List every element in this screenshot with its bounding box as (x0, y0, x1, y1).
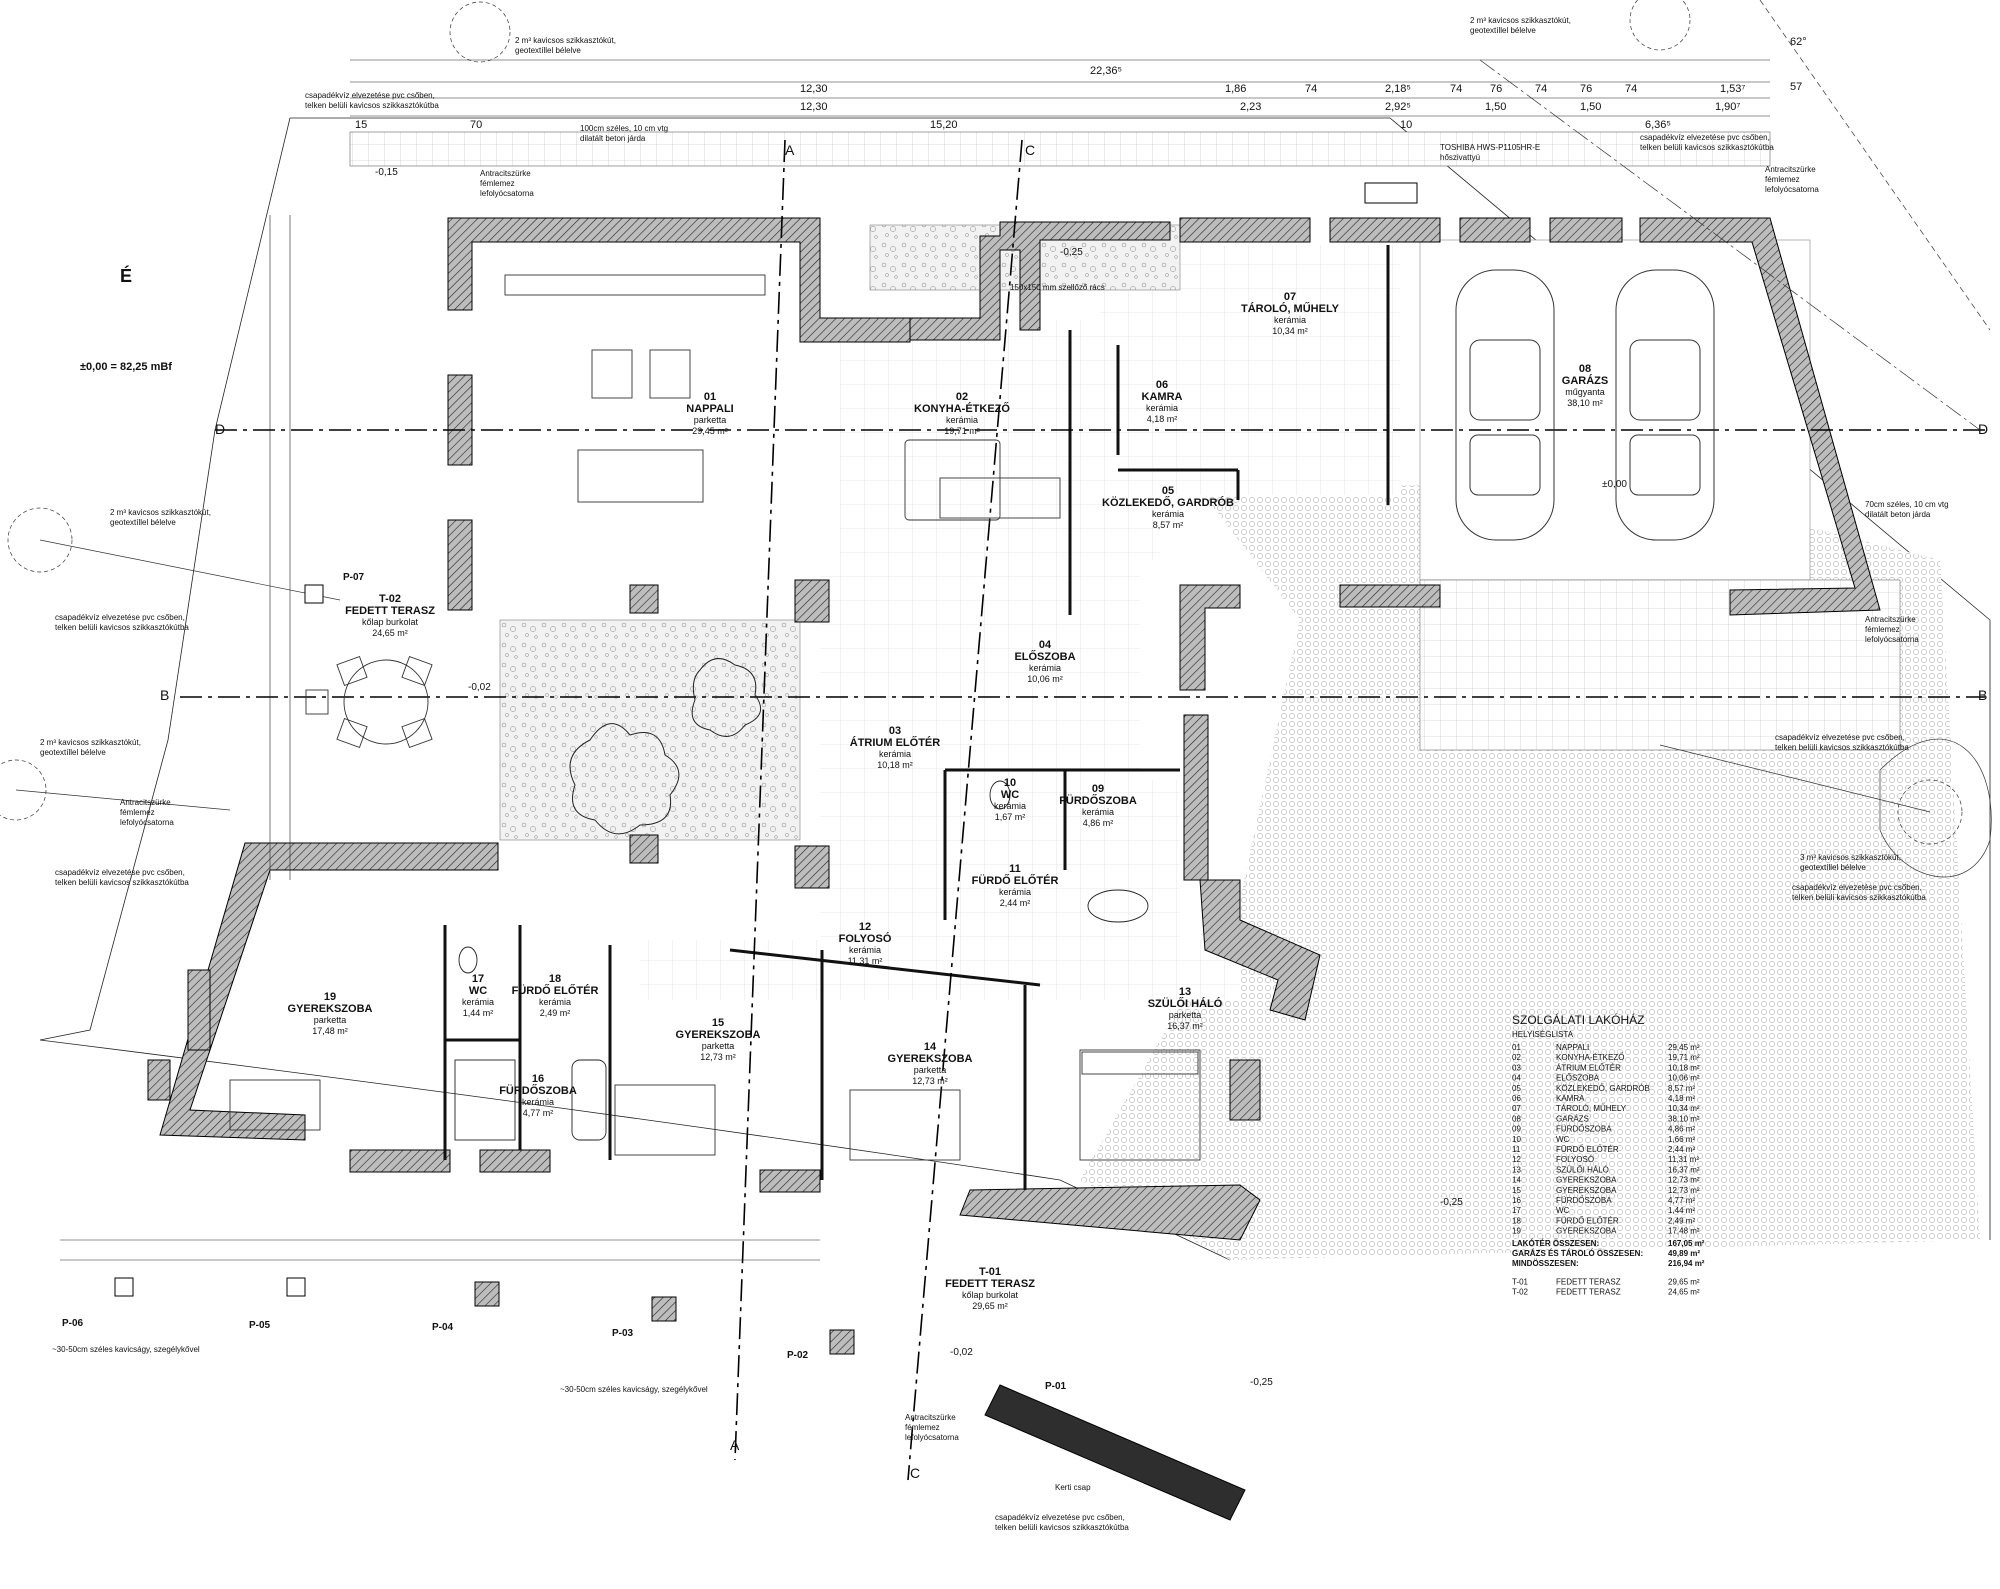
tile-floors (640, 245, 1400, 1000)
bathroom-fixtures (454, 780, 1149, 1141)
interior-partitions (443, 245, 1390, 1190)
terrace-table (305, 655, 433, 749)
living-furniture (504, 274, 1061, 521)
pillars (114, 584, 1246, 1521)
dimension-lines (60, 59, 1770, 1261)
heat-pump (1364, 182, 1418, 204)
bedroom-beds (229, 1049, 1201, 1161)
walls (147, 217, 1881, 1241)
walkway-top (349, 131, 1771, 167)
garage-floor (1419, 239, 1811, 581)
atrium-trees (569, 658, 762, 835)
atrium-gravel (499, 619, 801, 841)
section-lines (180, 139, 1985, 1481)
garage-cars (1455, 269, 1715, 541)
